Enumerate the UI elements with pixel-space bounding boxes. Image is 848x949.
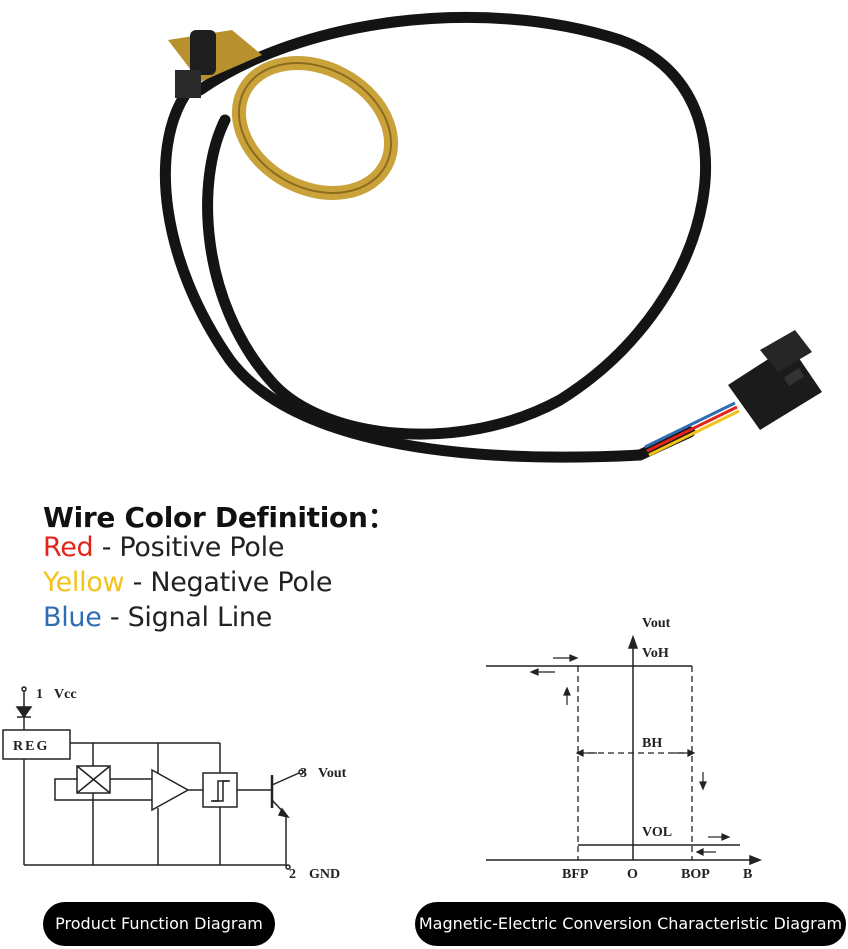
sensor-head [175,30,216,98]
diode-symbol [15,706,33,719]
legend-title: Wire Color Definition： [43,501,396,534]
reg-label: REG [13,739,49,754]
hysteresis-diagram: Vout VoH BH VOL BFP O BOP B [486,616,763,882]
legend-red-desc: - Positive Pole [93,532,285,563]
pin1-label: 1 [36,687,43,702]
gnd-label: GND [309,867,340,882]
colored-wires [644,401,740,457]
legend-red-word: Red [43,532,94,563]
legend-blue-desc: - Signal Line [101,602,273,633]
legend-blue: Blue - Signal Line [43,602,272,633]
b-axis-label: B [743,867,752,882]
product-photo [159,11,822,463]
bh-label: BH [642,736,662,751]
vout-terminal [298,769,304,775]
vcc-terminal [21,686,27,692]
schmitt-trigger [202,772,238,808]
vol-label: VOL [642,825,672,840]
pin3-label: 3 [300,766,307,781]
bop-label: BOP [681,867,710,882]
gnd-terminal [285,864,291,870]
caption-characteristic: Magnetic-Electric Conversion Characteris… [415,902,846,946]
legend-blue-word: Blue [43,602,102,633]
bfp-label: BFP [562,867,589,882]
vcc-label: Vcc [54,687,77,702]
origin-label: O [627,867,638,882]
legend-yellow-desc: - Negative Pole [124,567,333,598]
legend-yellow: Yellow - Negative Pole [43,567,332,598]
voh-label: VoH [642,646,669,661]
reg-box [2,729,71,760]
legend-red: Red - Positive Pole [43,532,284,563]
amplifier-symbol [151,768,190,812]
caption-product-function: Product Function Diagram [43,902,275,946]
vout-axis-label: Vout [642,616,671,631]
vout-label: Vout [318,766,347,781]
connector [728,330,822,430]
pin2-label: 2 [289,867,296,882]
legend-yellow-word: Yellow [43,567,125,598]
circuit-diagram: 1 Vcc REG 3 Vout 2 GND [2,686,347,882]
